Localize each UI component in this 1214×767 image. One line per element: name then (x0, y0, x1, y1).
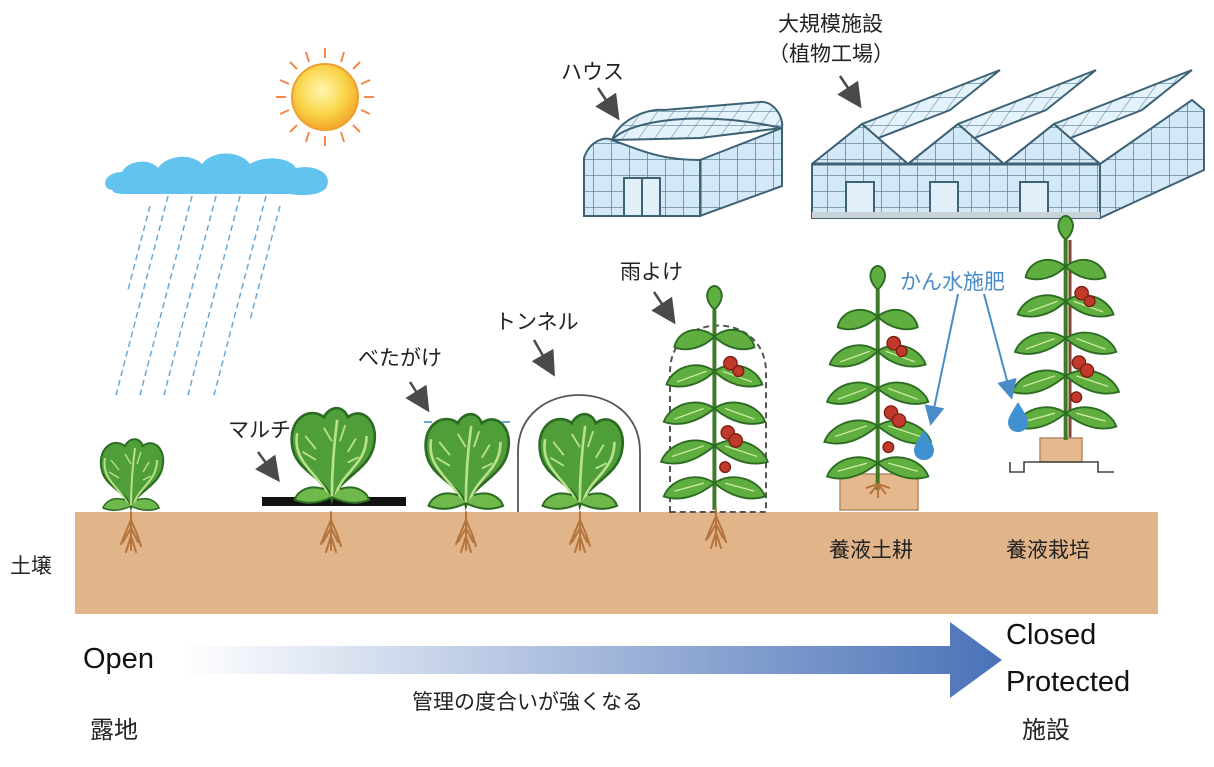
rain-icon (115, 195, 281, 396)
water-drop-icon (914, 430, 934, 460)
label-soil: 土壌 (10, 554, 52, 578)
greenhouse-icon (583, 100, 784, 218)
sun-icon (276, 48, 374, 146)
label-house: ハウス (561, 60, 624, 84)
water-drop-icon (1008, 402, 1028, 432)
label-rain-cover: 雨よけ (620, 260, 683, 284)
mulch-sheet (262, 497, 406, 506)
hydroponic-tray (1009, 461, 1114, 473)
label-plant-factory: （植物工場） (768, 42, 894, 66)
label-hydroponics: 養液栽培 (1006, 538, 1090, 562)
rain-cover-frame (669, 324, 767, 513)
cloud-icon (105, 153, 328, 196)
label-tunnel: トンネル (495, 310, 579, 334)
label-open: Open (83, 643, 154, 675)
tomato-plant-rain-cover (659, 283, 770, 549)
grow-cube (1039, 437, 1083, 463)
label-nutrient-soil-culture: 養液土耕 (829, 538, 913, 562)
label-large-facility: 大規模施設 (778, 12, 883, 36)
label-floating-cover: べたがけ (358, 346, 442, 370)
tomato-plant-nutrient-soil (822, 263, 934, 498)
label-arrows (255, 75, 862, 483)
soil-band (75, 512, 1158, 614)
tunnel-cover (517, 394, 641, 512)
management-arrow (182, 622, 1002, 698)
label-arrow-caption: 管理の度合いが強くなる (412, 690, 643, 714)
plant-factory-icon (811, 69, 1205, 220)
label-fertigation: かん水施肥 (900, 270, 1005, 294)
label-protected: Protected (1006, 666, 1131, 698)
label-closed: Closed (1006, 619, 1097, 651)
tomato-plant-hydroponics (1010, 213, 1121, 442)
label-mulch: マルチ (228, 418, 291, 442)
label-closed-jp: 施設 (1022, 716, 1070, 744)
fertigation-arrows (924, 293, 1017, 426)
label-open-jp: 露地 (90, 716, 138, 744)
